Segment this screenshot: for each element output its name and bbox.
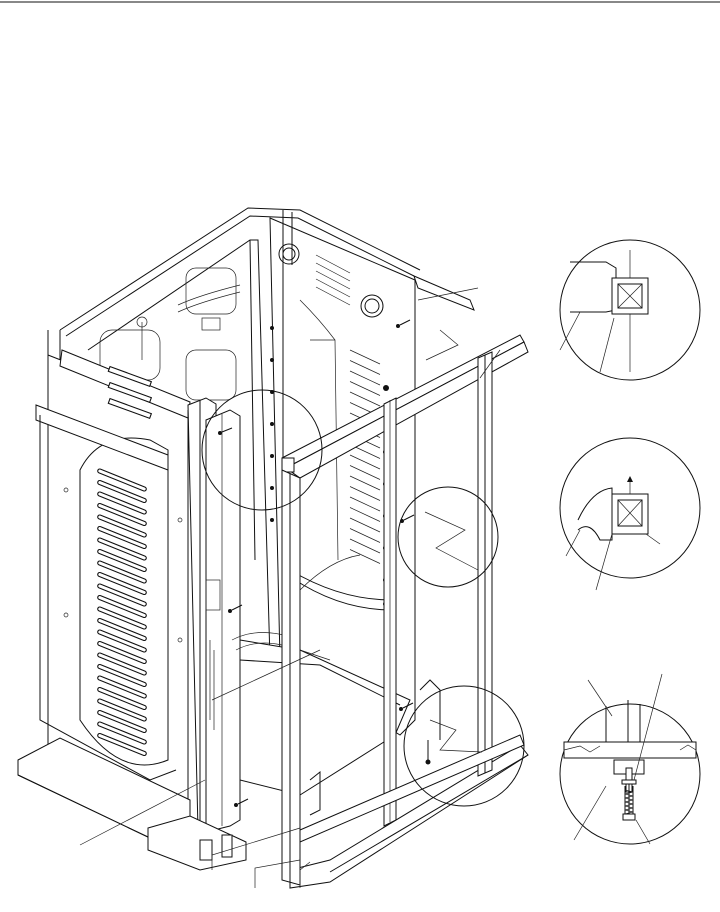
louver-slot — [97, 583, 147, 607]
louver-slot — [97, 560, 147, 584]
louver-line — [349, 370, 381, 386]
louver-slot — [97, 652, 147, 676]
pallet-skid — [17, 679, 529, 889]
louver-slot — [97, 525, 147, 550]
louver-slot — [97, 698, 147, 722]
louver-line — [349, 486, 381, 501]
callout-circle-lower-right — [403, 685, 525, 807]
screw-dot — [270, 326, 274, 330]
upper-louvers — [315, 254, 351, 306]
louver-line — [349, 549, 381, 564]
louver-line — [349, 517, 381, 533]
screw-dot — [270, 454, 274, 458]
louver-slot — [97, 594, 147, 619]
louver-slot — [97, 709, 147, 734]
louver-slot — [97, 617, 147, 642]
louver-line — [349, 475, 381, 491]
louver-slot — [97, 721, 147, 745]
louver-line — [349, 360, 381, 375]
louver-slot — [97, 571, 147, 596]
louver-slot — [97, 640, 147, 665]
screw-icon — [425, 740, 431, 765]
louver-slot — [97, 514, 147, 538]
screw-dot — [383, 385, 389, 391]
louver-line — [349, 496, 381, 512]
screw-icon — [218, 427, 233, 435]
louver-line — [349, 528, 381, 543]
louver-line — [349, 454, 381, 470]
screw-icon — [399, 702, 414, 711]
screw-icon — [234, 798, 249, 807]
bolt-icon — [621, 779, 637, 821]
louver-line — [349, 538, 381, 554]
front-frame — [281, 275, 529, 886]
louver-slot — [97, 686, 147, 711]
screw-icon — [396, 319, 411, 328]
louver-slot — [97, 479, 147, 504]
detail-circle-bottom — [559, 673, 701, 845]
screw-dot — [270, 358, 274, 362]
louver-slot — [97, 491, 147, 515]
louver-slot — [97, 502, 147, 527]
door-louvers — [97, 468, 147, 757]
louver-slot — [97, 629, 147, 653]
louver-line — [349, 507, 381, 522]
screw-dot — [270, 518, 274, 522]
louver-slot — [97, 732, 147, 757]
detail-circle-top — [559, 239, 701, 381]
louver-slot — [97, 675, 147, 699]
louver-line — [349, 349, 381, 365]
center-rail — [187, 397, 241, 837]
screw-dot — [270, 486, 274, 490]
leader-lines — [79, 287, 501, 888]
callout-circle-middle-right — [397, 486, 499, 588]
screw-dot — [270, 422, 274, 426]
screw-icon — [228, 604, 243, 613]
louver-slot — [97, 537, 147, 561]
detail-circle-middle — [559, 437, 701, 591]
louver-slot — [97, 548, 147, 573]
louver-slot — [97, 468, 147, 492]
louver-line — [349, 391, 381, 407]
left-door-panel — [35, 349, 201, 831]
louver-line — [349, 381, 381, 396]
louver-slot — [97, 663, 147, 688]
louver-slot — [97, 606, 147, 630]
louver-line — [349, 465, 381, 480]
callout-circle-upper-left — [201, 389, 323, 511]
